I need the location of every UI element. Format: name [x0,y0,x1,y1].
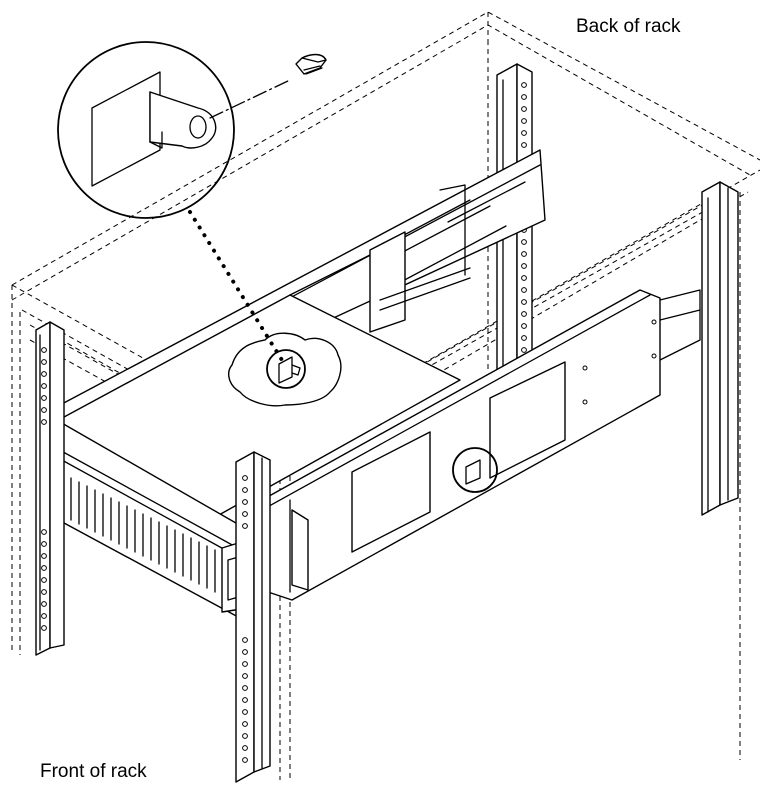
label-back-of-rack: Back of rack [576,16,681,37]
rail-front-right [235,451,271,783]
label-front-of-rack: Front of rack [40,761,147,782]
detail-magnifier [57,41,235,219]
rail-front-left-holes [41,347,47,631]
rail-bracket-callout [452,447,498,493]
rail-slide-front [261,289,701,601]
rail-front-right-holes [242,475,248,763]
rail-back-left-holes [521,82,527,353]
screw-icon [295,53,327,75]
rail-back-right [701,181,739,516]
cutaway-view [228,332,342,407]
rail-front-left [35,321,65,656]
leader-lines [188,79,291,367]
